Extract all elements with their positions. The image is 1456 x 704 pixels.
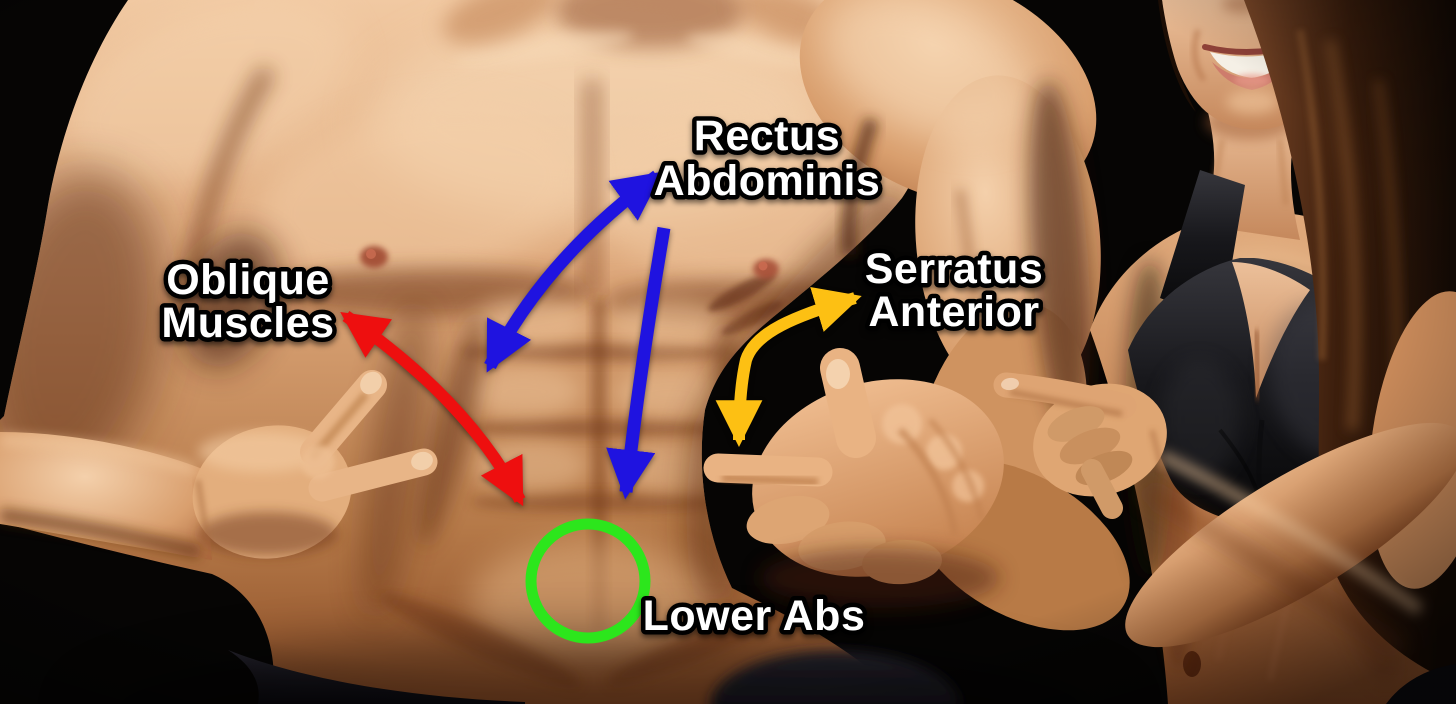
label-oblique-line2: Muscles (161, 299, 334, 347)
bottom-shadow (82, 632, 1118, 704)
arrow-rectus-lower (606, 226, 671, 500)
label-rectus-line2: Abdominis (654, 157, 881, 205)
label-oblique-line1: Oblique (166, 256, 330, 304)
label-rectus-line1: Rectus (694, 112, 840, 160)
arrow-serratus (715, 287, 862, 448)
arrow-oblique (340, 311, 526, 507)
lower-abs-circle (525, 518, 651, 644)
label-lower-abs: Lower Abs (643, 592, 866, 640)
label-serratus-line1: Serratus (865, 245, 1043, 293)
annotations: Rectus Abdominis Oblique Muscles Serratu… (157, 108, 1047, 645)
label-serratus-line2: Anterior (868, 288, 1039, 336)
